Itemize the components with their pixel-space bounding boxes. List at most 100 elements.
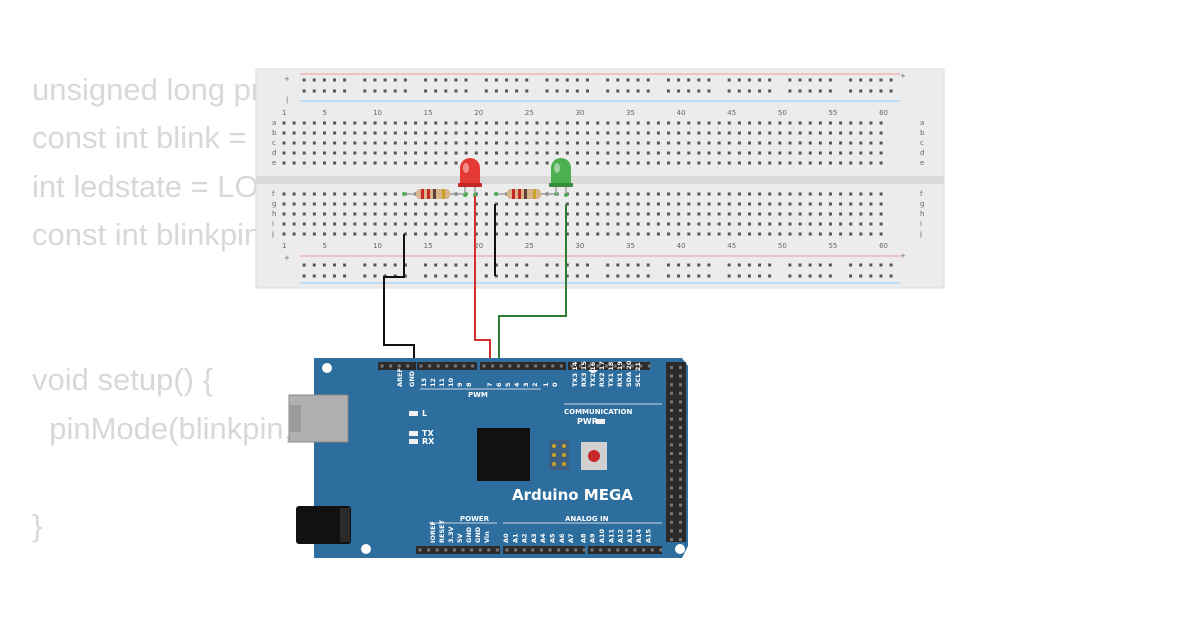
rail-plus-bottom-left: + <box>284 254 290 262</box>
column-number: 45 <box>727 109 736 117</box>
column-number: 40 <box>677 242 686 250</box>
header-power <box>416 546 500 554</box>
led-label-rx: RX <box>422 437 435 446</box>
arduino-mega-board[interactable]: L TX RX PWR Arduino MEGA PWM COMMUNICATI… <box>288 358 688 558</box>
row-letter: i <box>272 220 274 228</box>
row-letter: i <box>920 220 922 228</box>
wire-gnd <box>383 274 415 366</box>
rail-plus-top-left: + <box>284 75 290 83</box>
column-number: 1 <box>282 242 286 250</box>
column-number: 55 <box>828 242 837 250</box>
header-top-3 <box>480 362 566 370</box>
pin-label: A14 <box>635 528 643 543</box>
pin-label: A5 <box>549 533 557 543</box>
row-letter: j <box>271 230 274 238</box>
row-letter: d <box>272 149 276 157</box>
column-number: 60 <box>879 242 888 250</box>
pin-label: A7 <box>567 533 575 543</box>
onboard-led-pwr <box>596 419 605 424</box>
column-number: 20 <box>474 109 483 117</box>
wire-red <box>474 196 491 366</box>
pin-label: TX2 16 <box>589 361 597 387</box>
pin-label: 3.3V <box>447 526 455 543</box>
pin-label: 3 <box>522 382 530 387</box>
pin-label: 10 <box>447 377 455 387</box>
column-number: 5 <box>322 242 326 250</box>
onboard-led-rx <box>409 439 418 444</box>
pin-label: A4 <box>539 533 547 543</box>
code-line: void setup() { <box>32 362 213 398</box>
pin-label: 2 <box>531 382 539 387</box>
pin-label: 12 <box>429 378 437 387</box>
column-number: 60 <box>879 109 888 117</box>
pwm-label: PWM <box>468 391 488 399</box>
pin-label: SCL 21 <box>634 362 642 387</box>
row-letter: f <box>272 190 275 198</box>
pin-label: 1 <box>542 382 550 387</box>
pin-label: A0 <box>502 533 510 543</box>
onboard-led-l <box>409 411 418 416</box>
pin-label: GND <box>465 526 473 543</box>
onboard-led-tx <box>409 431 418 436</box>
board-name: Arduino MEGA <box>512 486 633 504</box>
pwr-label: PWR <box>577 417 598 426</box>
rail-plus-bottom-right: + <box>900 252 906 260</box>
led-green[interactable] <box>549 158 573 197</box>
row-letter: a <box>272 119 276 127</box>
pin-label: 5 <box>504 382 512 387</box>
led-label-tx: TX <box>422 429 434 438</box>
pin-label: A10 <box>598 528 606 543</box>
row-letter: g <box>272 200 276 208</box>
pin-label: 9 <box>456 382 464 387</box>
communication-label: COMMUNICATION <box>564 408 633 416</box>
resistor-1 <box>402 189 468 199</box>
pin-label: A3 <box>530 533 538 543</box>
column-number: 50 <box>778 242 787 250</box>
analog-in-label: ANALOG IN <box>565 515 609 523</box>
pin-label: TX3 14 <box>571 361 579 387</box>
row-letter: b <box>920 129 925 137</box>
pin-label: 11 <box>438 377 446 387</box>
pin-label: Vin <box>483 531 491 543</box>
pin-label: A8 <box>579 533 587 543</box>
pin-label: A2 <box>521 533 529 543</box>
led-red[interactable] <box>458 158 482 197</box>
pin-label: 4 <box>513 382 521 387</box>
pin-label: 13 <box>420 378 428 387</box>
pin-label: RX2 17 <box>598 361 606 387</box>
pin-label: 5V <box>456 533 464 543</box>
pin-label: 7 <box>486 382 494 387</box>
pin-label: A11 <box>607 528 615 543</box>
column-number: 1 <box>282 109 286 117</box>
wire-green <box>498 204 567 366</box>
microcontroller-chip <box>477 428 530 481</box>
header-top-4 <box>568 362 650 370</box>
row-letter: b <box>272 129 277 137</box>
column-number: 15 <box>424 242 433 250</box>
row-letter: c <box>272 139 276 147</box>
pin-label: IOREF <box>429 521 437 543</box>
header-top-1 <box>378 362 416 370</box>
pin-label: A13 <box>626 529 634 543</box>
row-letter: f <box>920 190 923 198</box>
column-number: 10 <box>373 109 382 117</box>
resistor-2 <box>494 189 558 199</box>
column-number: 25 <box>525 109 534 117</box>
column-number: 50 <box>778 109 787 117</box>
pin-label: SDA 20 <box>625 360 633 387</box>
pin-label: GND <box>408 370 416 387</box>
row-letter: h <box>920 210 924 218</box>
pin-label: AREF <box>396 368 404 387</box>
rail-plus-top-right: + <box>900 72 906 80</box>
column-number: 30 <box>575 242 584 250</box>
column-number: 35 <box>626 109 635 117</box>
pin-label: A15 <box>645 528 653 543</box>
column-number: 30 <box>575 109 584 117</box>
pin-label: A6 <box>558 533 566 543</box>
pin-label: 6 <box>495 382 503 387</box>
